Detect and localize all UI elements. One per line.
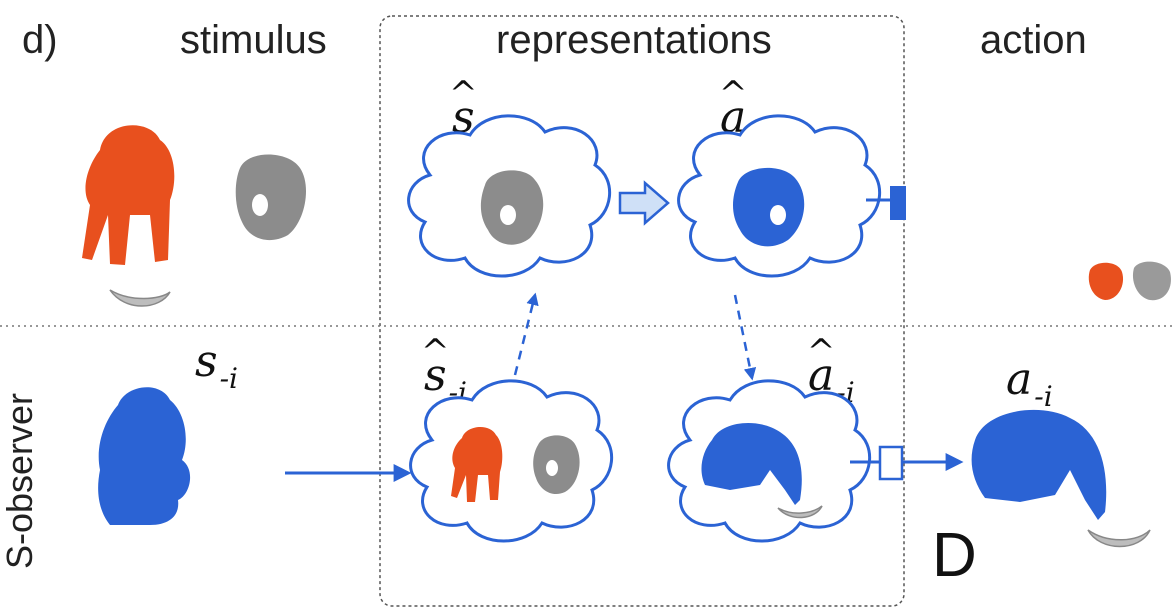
corner-letter: D (932, 521, 977, 590)
panel-label: d) (22, 18, 58, 62)
cloud-s-hat-minus (409, 379, 614, 543)
orange-chimp-icon (82, 125, 175, 265)
symbol-a-minus-i: a-i (1006, 354, 1053, 413)
symbol-base: s (452, 92, 475, 143)
filled-gate-icon (890, 186, 906, 220)
open-gate-icon (878, 445, 904, 481)
banana-action-icon (1087, 529, 1151, 548)
blue-chimp-action-icon (971, 409, 1107, 520)
symbol-base: a (1006, 354, 1033, 405)
gray-face-icon (480, 170, 544, 245)
dashed-arrow-down (733, 294, 757, 381)
blue-chimp-icon (98, 387, 191, 525)
orange-chimp-small-icon (451, 427, 503, 502)
dashed-arrow-up (513, 292, 539, 376)
header-stimulus: stimulus (180, 18, 327, 62)
gray-face-icon (235, 154, 307, 241)
banana-small-icon (777, 505, 823, 519)
banana-icon (109, 289, 171, 307)
symbol-base: s (424, 350, 447, 401)
symbol-sub: -i (1034, 380, 1053, 413)
small-faces-icon (1088, 261, 1171, 301)
header-action: action (980, 18, 1087, 62)
symbol-base: s (195, 336, 218, 387)
header-representations: representations (496, 18, 772, 62)
blue-chimp-reaching-icon (701, 422, 802, 505)
block-arrow-icon (618, 180, 670, 226)
symbol-s-minus-i: s-i (195, 336, 238, 395)
gray-face-small-icon (533, 435, 580, 495)
symbol-sub: -i (219, 362, 239, 395)
blue-face-icon (733, 167, 805, 247)
